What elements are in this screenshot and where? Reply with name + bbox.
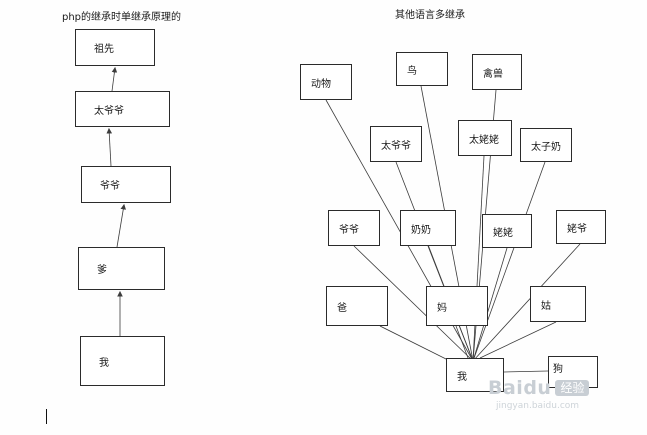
node-animal: 动物 [300, 64, 352, 100]
node-grandfather-right-label: 爷爷 [339, 224, 359, 236]
node-me-left-label: 我 [99, 357, 109, 369]
right-diagram-title: 其他语言多继承 [395, 10, 465, 21]
watermark: Baidu 经验 jingyan.baidu.com [488, 377, 590, 411]
node-father-left-label: 爹 [97, 265, 107, 276]
node-great-great-grandfather-label: 太爷爷 [94, 105, 124, 117]
node-dad: 爸 [326, 286, 388, 326]
watermark-url: jingyan.baidu.com [496, 401, 580, 411]
node-me-left: 我 [80, 336, 165, 386]
edge-me-to-paternal-great-grandfather [395, 161, 474, 362]
node-aunt-label: 姑 [541, 300, 551, 312]
node-bird: 鸟 [396, 52, 448, 86]
node-grandfather-left-label: 爷爷 [100, 181, 120, 192]
node-mom: 妈 [426, 286, 488, 326]
node-mom-label: 妈 [437, 302, 447, 314]
node-aunt: 姑 [530, 286, 586, 322]
edge-me-to-mom [455, 325, 469, 359]
edge-grandfather-to-greatgrandfather [106, 127, 113, 167]
node-animal-label: 动物 [311, 78, 331, 90]
node-beast: 禽兽 [472, 54, 522, 90]
node-grandfather-right: 爷爷 [328, 210, 380, 246]
node-great-great-grandfather: 太爷爷 [75, 91, 170, 127]
node-grandmother-label: 奶奶 [411, 224, 431, 236]
node-paternal-great-grandfather-label: 太爷爷 [381, 140, 411, 152]
node-me-right-label: 我 [457, 371, 467, 383]
edge-me-to-dad [379, 325, 453, 363]
edge-me-to-dog [503, 370, 549, 373]
edge-me-to-maternal-great-grandmother [472, 155, 485, 362]
edge-me-to-aunt [479, 321, 557, 359]
watermark-badge: 经验 [555, 380, 590, 396]
node-maternal-grandmother-label: 姥姥 [493, 227, 513, 239]
node-maternal-great-grandmother-label: 太姥姥 [469, 134, 499, 146]
node-grandfather-left: 爷爷 [81, 166, 171, 203]
node-beast-label: 禽兽 [483, 68, 503, 80]
node-paternal-great-grandfather: 太爷爷 [370, 126, 422, 162]
edge-father-to-grandfather [116, 203, 127, 248]
node-father-left: 爹 [78, 247, 165, 290]
node-maternal-grandfather: 姥爷 [556, 210, 606, 244]
node-maternal-grandmother: 姥姥 [482, 214, 532, 248]
node-ancestor: 祖先 [75, 29, 155, 66]
node-maternal-great-grandmother: 太姥姥 [458, 120, 512, 156]
node-bird-label: 鸟 [407, 65, 417, 77]
node-maternal-grandfather-label: 姥爷 [567, 223, 587, 235]
node-dad-label: 爸 [337, 302, 347, 314]
edge-greatgrandfather-to-ancestor [111, 66, 118, 92]
left-diagram-title: php的继承时单继承原理的 [62, 12, 182, 23]
node-me-right: 我 [446, 358, 504, 392]
baidu-logo: Baidu [488, 377, 552, 399]
node-great-grandmother: 太子奶 [520, 128, 572, 162]
node-great-grandmother-label: 太子奶 [531, 141, 561, 153]
text-caret [46, 409, 47, 424]
node-ancestor-label: 祖先 [94, 44, 114, 55]
node-grandmother: 奶奶 [400, 210, 456, 246]
edge-me-to-great-grandmother [472, 161, 546, 362]
node-dog-label: 狗 [553, 364, 563, 375]
